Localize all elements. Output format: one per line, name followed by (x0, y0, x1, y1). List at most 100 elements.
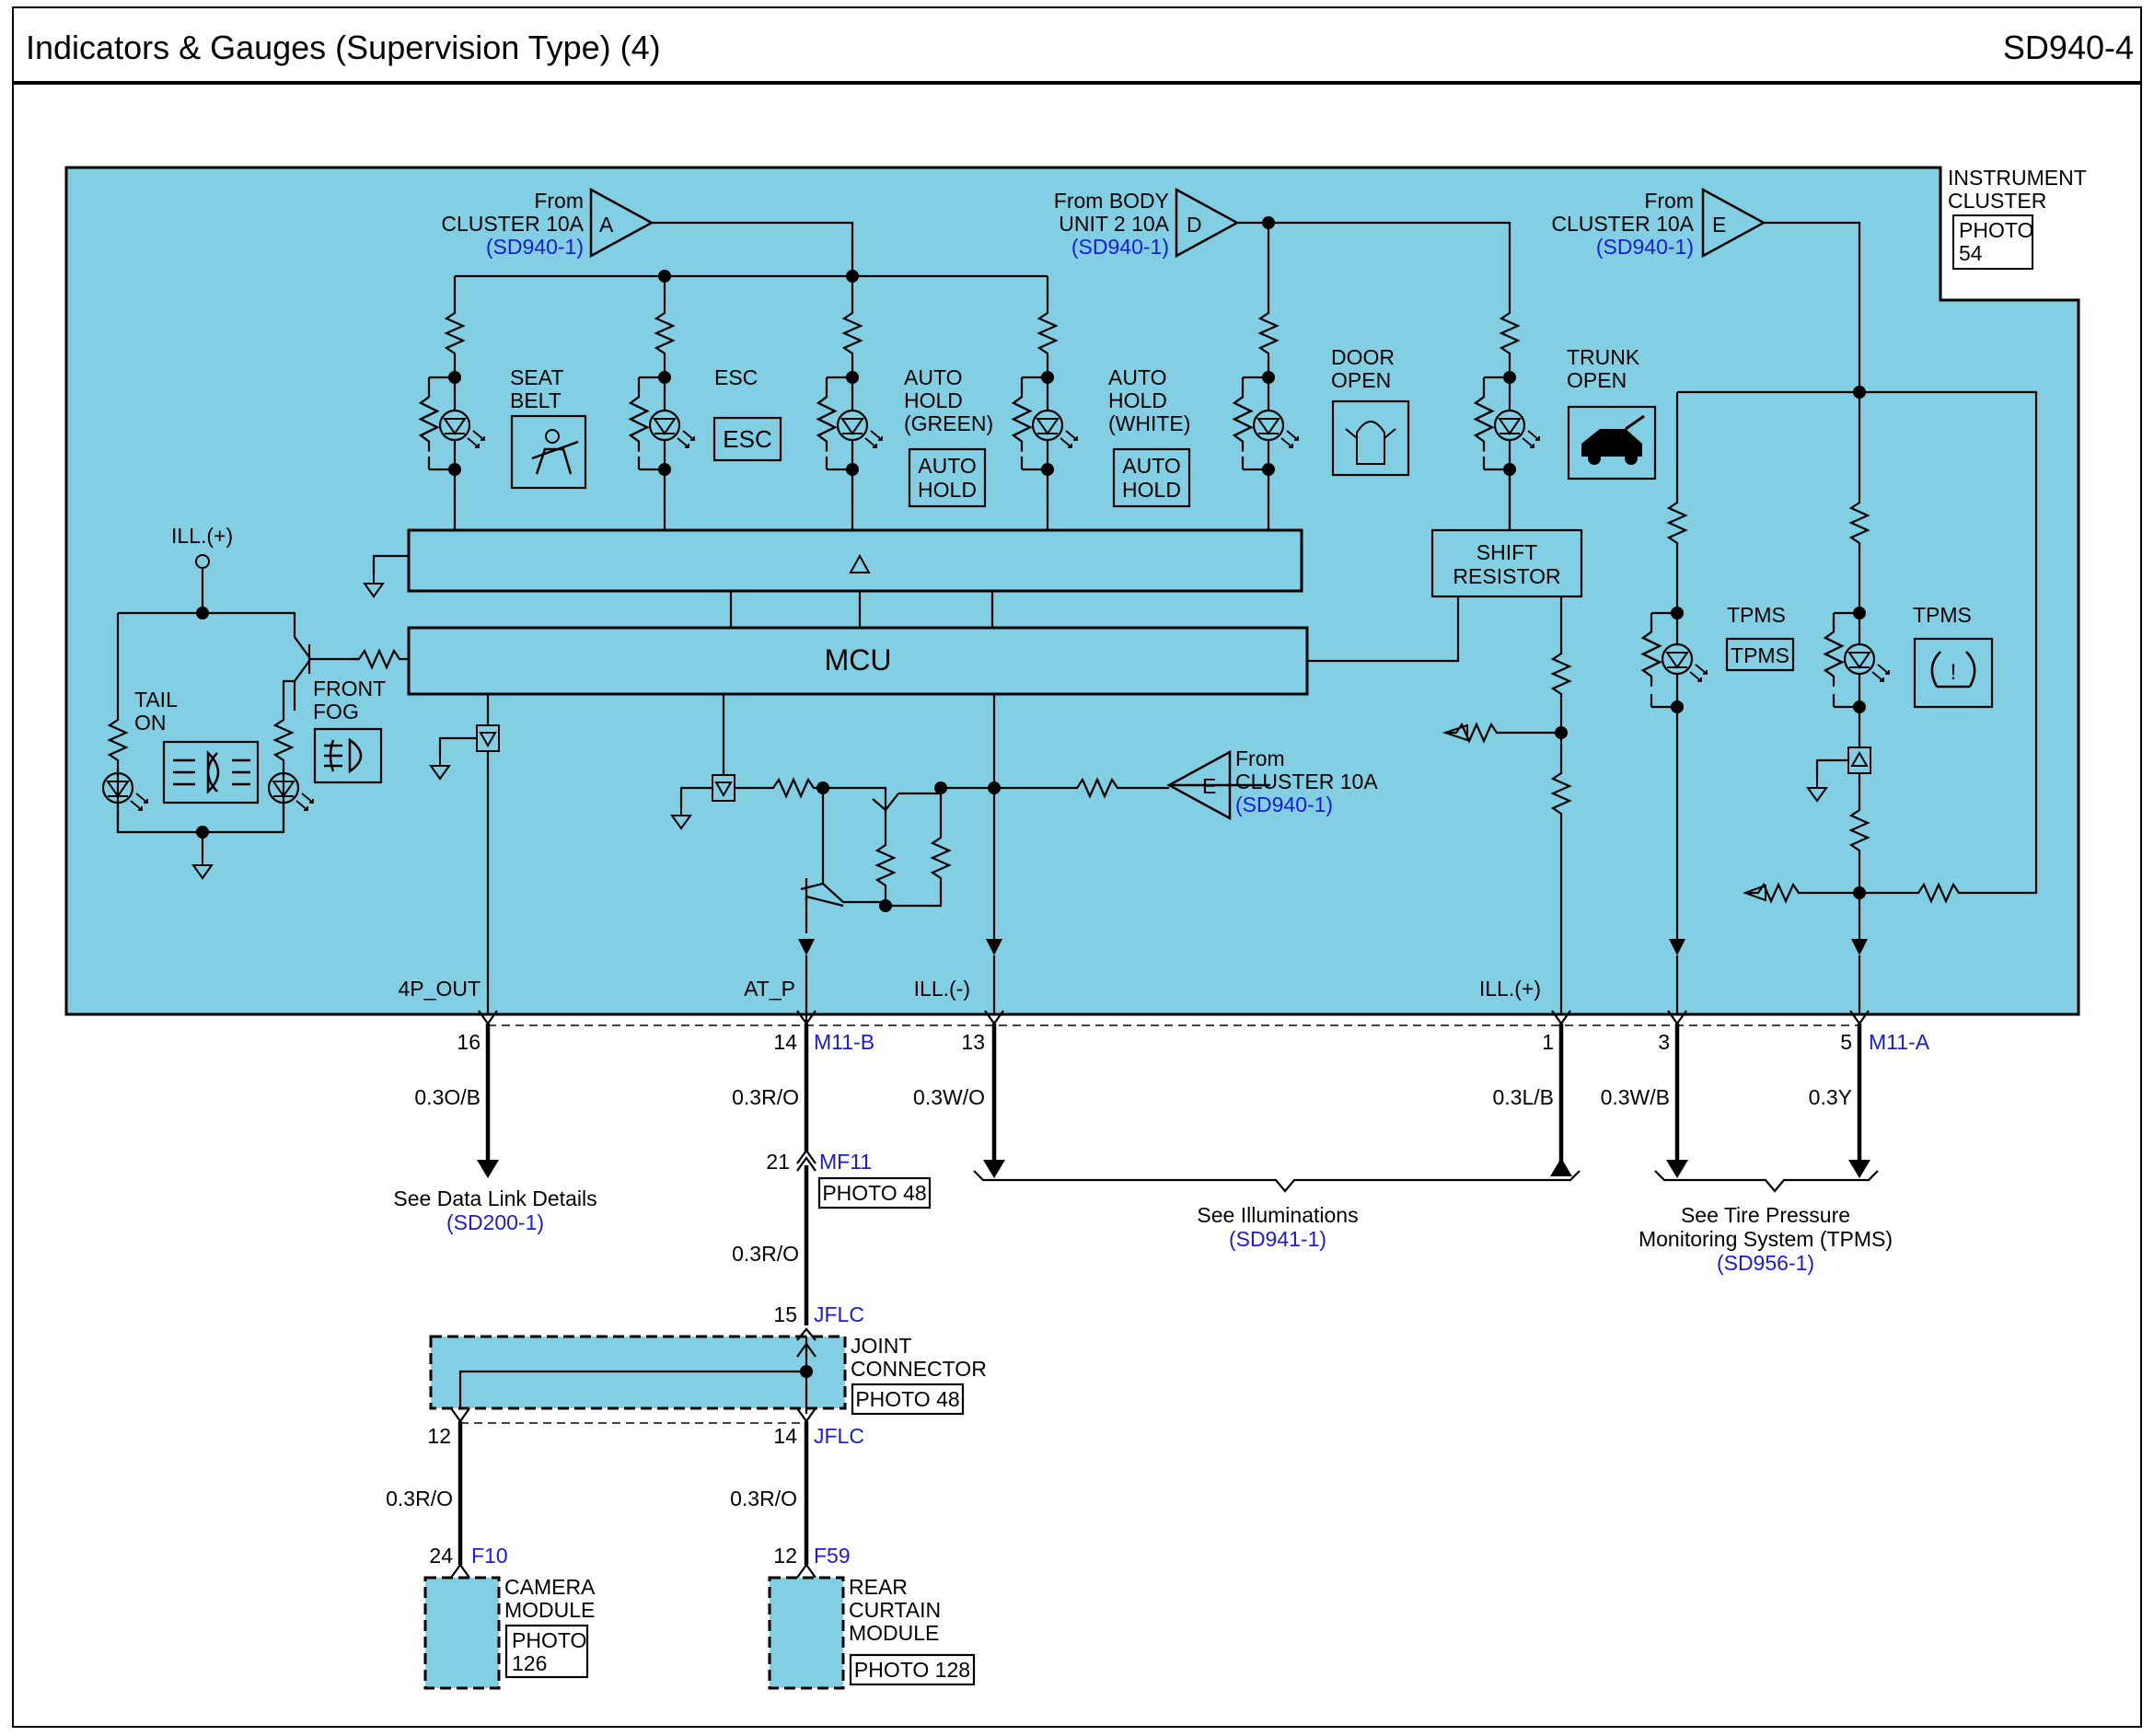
pin-21: 21 (766, 1150, 790, 1174)
auto-hold-green-label-3: (GREEN) (904, 411, 993, 435)
ref-tpms-link[interactable]: (SD956-1) (1717, 1251, 1814, 1275)
auto-hold-green-label-2: HOLD (904, 388, 963, 412)
source-a-id: A (599, 213, 614, 237)
page-code: SD940-4 (2003, 29, 2134, 66)
ref-illuminations: See Illuminations (1197, 1203, 1358, 1227)
source-d-ref[interactable]: (SD940-1) (1071, 235, 1169, 259)
door-open-icon (1331, 399, 1410, 477)
photo-rear-box (849, 1653, 976, 1686)
ref-tpms-1: See Tire Pressure (1681, 1203, 1850, 1227)
pin-label-at-p: AT_P (744, 977, 795, 1001)
source-a-line2: CLUSTER 10A (441, 212, 584, 236)
ref-illuminations-link[interactable]: (SD941-1) (1229, 1227, 1326, 1251)
cluster-label-2: CLUSTER (1948, 189, 2046, 213)
pin-14: 14 (773, 1030, 797, 1054)
page-frame (12, 6, 2142, 1728)
auto-hold-green-led-cell (816, 363, 884, 530)
connector-jflc-2[interactable]: JFLC (814, 1424, 864, 1448)
trunk-open-label-1: TRUNK (1567, 345, 1640, 369)
source-e-top: E From CLUSTER 10A (SD940-1) (1551, 187, 1766, 259)
source-e-top-line1: From (1644, 189, 1694, 213)
connector-m11b[interactable]: M11-B (814, 1030, 874, 1054)
source-a-line1: From (534, 189, 584, 213)
source-e-mid-line1: From (1235, 746, 1285, 770)
source-e-mid-ref[interactable]: (SD940-1) (1235, 793, 1333, 816)
door-open-label-1: DOOR (1331, 345, 1395, 369)
seat-belt-icon (510, 414, 587, 490)
connector-jflc-1[interactable]: JFLC (814, 1302, 864, 1326)
connector-m11a[interactable]: M11-A (1869, 1030, 1930, 1054)
tpms-label-1: TPMS (1727, 603, 1786, 627)
wire-color-8: 0.3R/O (386, 1487, 453, 1510)
rear-curtain-label-1: REAR (849, 1575, 908, 1599)
photo-rear: PHOTO 128 (854, 1658, 970, 1682)
pin-label-ill-minus: ILL.(-) (914, 977, 970, 1001)
tpms-label-2: TPMS (1913, 603, 1972, 627)
source-d: D From BODY UNIT 2 10A (SD940-1) (1054, 187, 1240, 259)
door-open-label-2: OPEN (1331, 368, 1391, 392)
wire-color-7: 0.3R/O (732, 1242, 799, 1266)
auto-hold-white-icon-2: HOLD (1122, 478, 1181, 502)
pin-3: 3 (1658, 1030, 1670, 1054)
source-e-mid-line2: CLUSTER 10A (1235, 770, 1378, 793)
photo-joint: PHOTO 48 (855, 1387, 959, 1411)
ref-datalink-link[interactable]: (SD200-1) (446, 1210, 544, 1234)
ill-plus-top-label: ILL.(+) (171, 524, 233, 548)
joint-connector-label-1: JOINT (851, 1334, 911, 1358)
driver-bar (407, 528, 1303, 593)
pin-label-ill-plus: ILL.(+) (1479, 977, 1541, 1001)
wire-color-4: 0.3L/B (1493, 1085, 1555, 1109)
wire-color-9: 0.3R/O (730, 1487, 797, 1510)
wire-color-3: 0.3W/O (913, 1085, 985, 1109)
connector-f10[interactable]: F10 (471, 1544, 508, 1568)
esc-icon-text: ESC (723, 425, 771, 453)
source-a-ref[interactable]: (SD940-1) (486, 235, 584, 259)
ref-tpms-2: Monitoring System (TPMS) (1639, 1227, 1893, 1251)
camera-module (423, 1576, 501, 1690)
source-d-line2: UNIT 2 10A (1059, 212, 1169, 236)
rear-curtain-label-3: MODULE (849, 1621, 939, 1645)
auto-hold-green-icon-box (908, 447, 987, 508)
cluster-label-1: INSTRUMENT (1948, 166, 2087, 190)
pin-12: 12 (427, 1424, 451, 1448)
pin-13: 13 (961, 1030, 985, 1054)
joint-connector-label-2: CONNECTOR (851, 1357, 987, 1381)
pin-label-4p-out: 4P_OUT (399, 977, 481, 1001)
tail-on-label-1: TAIL (134, 688, 178, 712)
seat-belt-led-cell (419, 363, 486, 530)
wire-color-5: 0.3W/B (1601, 1085, 1670, 1109)
source-e-mid-id: E (1202, 774, 1216, 798)
rear-curtain-label-2: CURTAIN (849, 1598, 941, 1622)
pin-1: 1 (1542, 1030, 1554, 1054)
auto-hold-green-icon-2: HOLD (918, 478, 977, 502)
front-fog-label-2: FOG (313, 700, 359, 723)
photo-mf11: PHOTO 48 (822, 1181, 926, 1205)
trunk-open-icon (1567, 405, 1657, 480)
esc-led-cell (629, 363, 696, 530)
source-a: A From CLUSTER 10A (SD940-1) (441, 187, 654, 259)
rear-curtain-module (768, 1576, 845, 1690)
connector-f59[interactable]: F59 (814, 1544, 851, 1568)
auto-hold-white-label-3: (WHITE) (1108, 411, 1190, 435)
pin-14b: 14 (773, 1424, 797, 1448)
camera-module-label-1: CAMERA (504, 1575, 596, 1599)
ref-datalink: See Data Link Details (393, 1186, 596, 1210)
esc-label: ESC (714, 365, 758, 389)
auto-hold-white-label-2: HOLD (1108, 388, 1167, 412)
connector-mf11[interactable]: MF11 (819, 1150, 872, 1174)
pin-12b: 12 (773, 1544, 797, 1568)
source-d-id: D (1187, 213, 1202, 237)
shift-resistor-box (1430, 528, 1583, 598)
pin-15: 15 (773, 1302, 797, 1326)
mcu-block (407, 626, 1309, 696)
pin-16: 16 (457, 1030, 481, 1054)
trunk-open-label-2: OPEN (1567, 368, 1627, 392)
photo-camera-box (504, 1624, 589, 1679)
cluster-photo-label: PHOTO (1959, 218, 2033, 242)
source-e-mid: E From CLUSTER 10A (SD940-1) (1166, 746, 1378, 821)
source-e-top-ref[interactable]: (SD940-1) (1596, 235, 1694, 259)
tpms-led-cell-2 (1824, 552, 1891, 747)
shift-resistor-label-2: RESISTOR (1453, 564, 1560, 588)
camera-module-label-2: MODULE (504, 1598, 595, 1622)
